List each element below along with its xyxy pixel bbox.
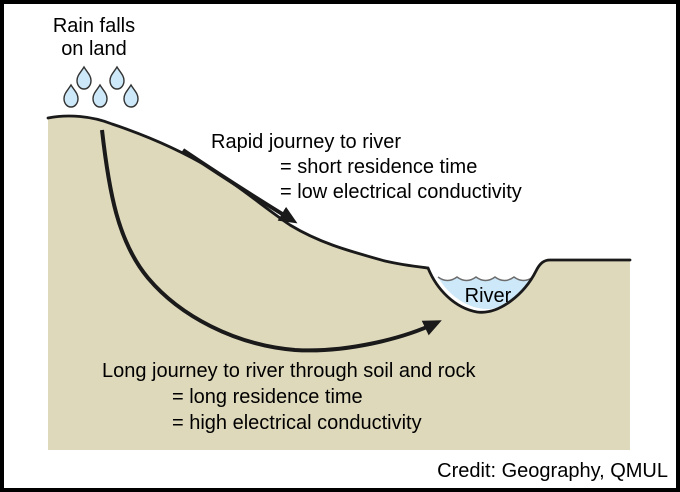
long-journey-label: Long journey to river through soil and r…: [102, 358, 476, 436]
long-journey-point2: = high electrical conductivity: [172, 412, 422, 434]
land-cross-section: [48, 116, 630, 450]
long-journey-heading: Long journey to river through soil and r…: [102, 360, 476, 382]
rapid-journey-heading: Rapid journey to river: [211, 131, 402, 153]
raindrop-icon: [63, 83, 79, 108]
long-journey-point1: = long residence time: [172, 386, 363, 408]
raindrop-icon: [123, 83, 139, 108]
credit-text: Credit: Geography, QMUL: [437, 460, 668, 482]
raindrop-group: [63, 65, 139, 108]
rapid-journey-point1: = short residence time: [280, 156, 478, 178]
raindrop-icon: [92, 83, 108, 108]
rain-label-line1: Rain falls: [52, 15, 136, 37]
river-label: River: [464, 285, 512, 307]
long-journey-arrow: [100, 129, 442, 353]
water-surface-waves: [437, 276, 534, 282]
raindrop-icon: [76, 65, 92, 90]
rain-label: Rain falls on land: [36, 15, 152, 61]
rapid-journey-label: Rapid journey to river = short residence…: [211, 130, 522, 205]
rapid-journey-point2: = low electrical conductivity: [280, 181, 522, 203]
rapid-journey-arrow: [181, 148, 298, 224]
land-surface-outline: [46, 114, 632, 314]
rain-label-line2: on land: [61, 38, 127, 60]
raindrop-icon: [109, 65, 125, 90]
